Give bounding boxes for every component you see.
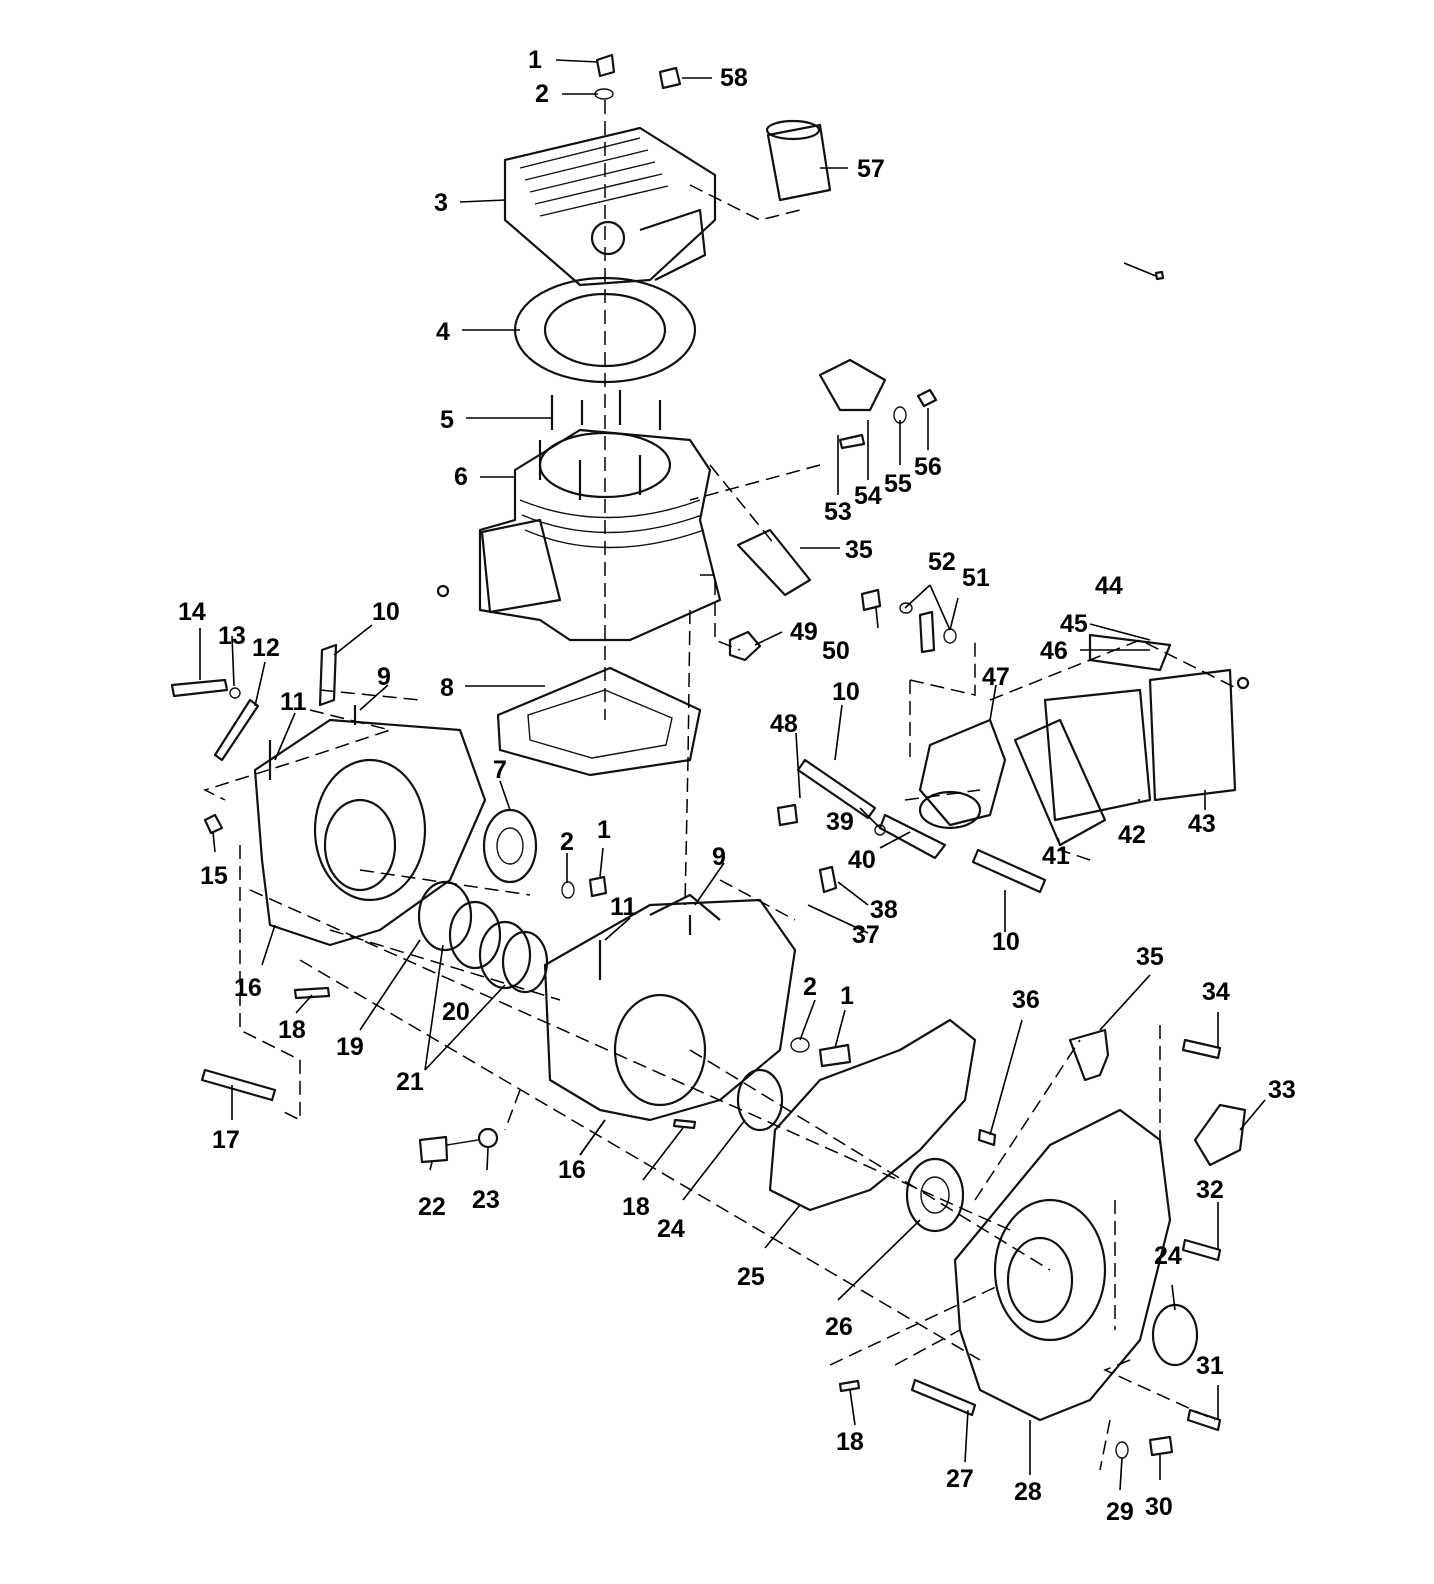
bearings-and-seals-drawing [417, 808, 1199, 1367]
base-gasket-drawing [496, 666, 702, 777]
callout-3: 3 [434, 189, 448, 217]
callout-18-left: 18 [278, 1016, 306, 1044]
callout-7: 7 [493, 756, 507, 784]
callout-18-center: 18 [622, 1193, 650, 1221]
crank-cover-drawing [838, 1028, 1247, 1459]
callout-16-left: 16 [234, 974, 262, 1002]
callout-40: 40 [848, 846, 876, 874]
callout-1: 1 [528, 46, 542, 74]
callout-1-center: 1 [597, 816, 611, 844]
callout-54: 54 [854, 482, 882, 510]
right-crankcase-drawing [200, 865, 852, 1164]
callout-6: 6 [454, 463, 468, 491]
callout-1-right: 1 [840, 982, 854, 1010]
callout-53: 53 [824, 498, 852, 526]
cylinder-drawing [436, 390, 812, 662]
callout-18-right: 18 [836, 1428, 864, 1456]
callout-57: 57 [857, 155, 885, 183]
intake-assembly-drawing [776, 270, 1250, 894]
callout-45: 45 [1060, 610, 1088, 638]
callout-16-center: 16 [558, 1156, 586, 1184]
callout-22: 22 [418, 1193, 446, 1221]
callout-8: 8 [440, 674, 454, 702]
callout-56: 56 [914, 453, 942, 481]
callout-52: 52 [928, 548, 956, 576]
callout-39: 39 [826, 808, 854, 836]
callout-48: 48 [770, 710, 798, 738]
callout-28: 28 [1014, 1478, 1042, 1506]
callout-27: 27 [946, 1465, 974, 1493]
callout-9-center: 9 [712, 843, 726, 871]
callout-24-center: 24 [657, 1215, 685, 1243]
cylinder-head-drawing [503, 53, 832, 287]
callout-11-left: 11 [280, 688, 307, 716]
callout-10-right: 10 [832, 678, 860, 706]
callout-2-right: 2 [803, 973, 817, 1001]
callout-42: 42 [1118, 821, 1146, 849]
callout-44: 44 [1095, 572, 1123, 600]
callout-10-upper-left: 10 [372, 598, 400, 626]
callout-47: 47 [982, 663, 1010, 691]
callout-11-center: 11 [610, 893, 637, 921]
callout-38: 38 [870, 896, 898, 924]
callout-2: 2 [535, 80, 549, 108]
callout-30: 30 [1145, 1493, 1173, 1521]
callout-2-center: 2 [560, 828, 574, 856]
callout-46: 46 [1040, 637, 1068, 665]
callout-15: 15 [200, 862, 228, 890]
assembly-lines [203, 100, 1241, 1471]
callout-24-right: 24 [1154, 1242, 1182, 1270]
callout-50: 50 [822, 637, 850, 665]
callout-17: 17 [212, 1126, 240, 1154]
callout-14: 14 [178, 598, 206, 626]
callout-10-lower: 10 [992, 928, 1020, 956]
callout-36: 36 [1012, 986, 1040, 1014]
callout-49: 49 [790, 618, 818, 646]
callout-55: 55 [884, 470, 912, 498]
leader-lines [199, 59, 1266, 1491]
gasket-25-drawing [768, 1018, 977, 1212]
callout-25: 25 [737, 1263, 765, 1291]
callout-33: 33 [1268, 1076, 1296, 1104]
callout-31: 31 [1196, 1352, 1224, 1380]
left-crankcase-drawing [170, 643, 487, 947]
callout-numbers: 1 2 3 4 5 6 8 7 9 10 11 12 13 14 15 16 1… [178, 46, 1296, 1526]
callout-58: 58 [720, 64, 748, 92]
callout-23: 23 [472, 1186, 500, 1214]
callout-34: 34 [1202, 978, 1230, 1006]
callout-41: 41 [1042, 842, 1070, 870]
callout-9-left: 9 [377, 663, 391, 691]
callout-20: 20 [442, 998, 470, 1026]
callout-37: 37 [852, 921, 880, 949]
callout-29: 29 [1106, 1498, 1134, 1526]
callout-35-upper: 35 [845, 536, 873, 564]
callout-26: 26 [825, 1313, 853, 1341]
callout-19: 19 [336, 1033, 364, 1061]
callout-13: 13 [218, 622, 246, 650]
callout-21: 21 [396, 1068, 424, 1096]
callout-5: 5 [440, 406, 454, 434]
callout-43: 43 [1188, 810, 1216, 838]
callout-4: 4 [436, 318, 450, 346]
callout-35-lower: 35 [1136, 943, 1164, 971]
callout-32: 32 [1196, 1176, 1224, 1204]
callout-51: 51 [962, 564, 990, 592]
callout-12: 12 [252, 634, 280, 662]
